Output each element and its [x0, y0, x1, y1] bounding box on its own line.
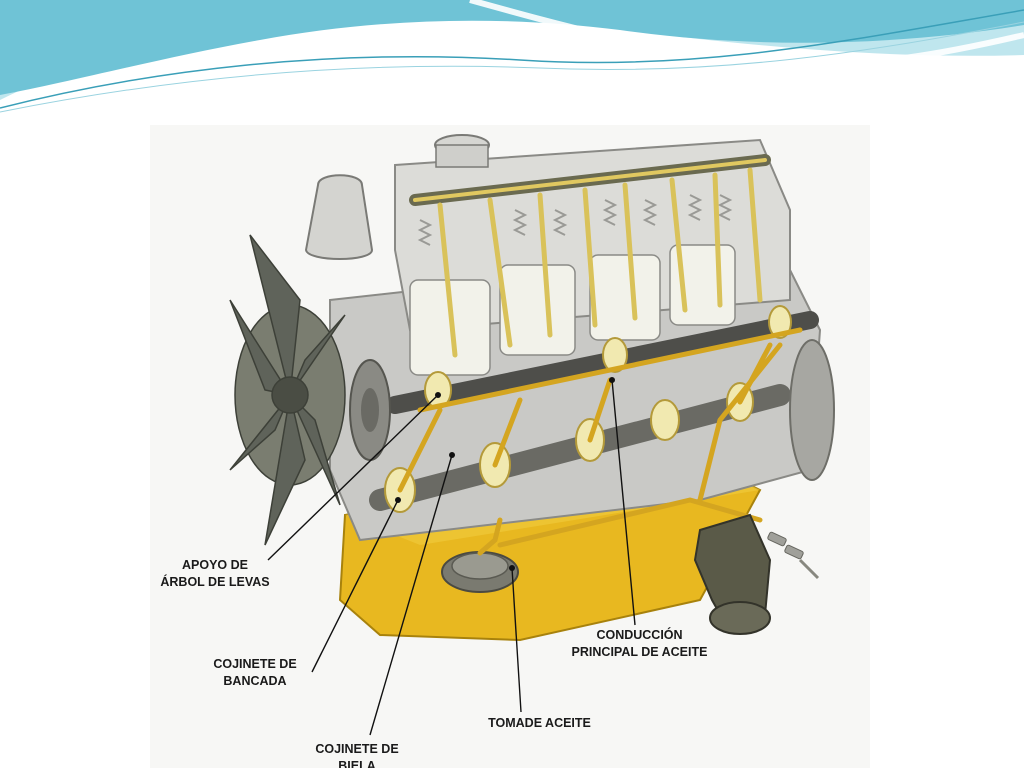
coolant-reservoir	[304, 174, 374, 260]
oil-filler-neck	[435, 144, 489, 168]
label-camshaft-support: APOYO DE ÁRBOL DE LEVAS	[160, 558, 270, 589]
banner-wave-line	[0, 9, 1024, 109]
leader-camshaft-support	[267, 394, 439, 561]
label-rod-bearing: COJINETE DE BIELA	[315, 742, 399, 768]
crank-pulley	[349, 359, 391, 461]
oil-galleries	[397, 327, 803, 548]
banner-wave-line-2	[0, 21, 1024, 113]
wave-banner	[0, 0, 1024, 113]
oil-intake-pickup	[441, 517, 519, 593]
label-main-bearing: COJINETE DE BANCADA	[213, 657, 297, 688]
camshaft	[386, 311, 819, 414]
leader-arrowheads	[395, 377, 615, 571]
flywheel	[789, 339, 835, 481]
leader-main-oil-gallery	[611, 379, 636, 626]
banner-wave-main	[0, 0, 1024, 95]
cooling-fan	[229, 234, 346, 546]
leader-lines	[267, 379, 636, 736]
leader-main-bearing	[311, 499, 399, 673]
leader-rod-bearing	[369, 454, 453, 736]
rocker-shaft-oil	[413, 158, 767, 202]
label-main-oil-gallery: CONDUCCIÓN PRINCIPAL DE ACEITE	[571, 628, 708, 659]
label-oil-intake: TOMADE ACEITE	[488, 716, 591, 730]
camshaft-bearings	[424, 305, 792, 409]
valve-springs	[417, 194, 733, 246]
push-rods	[437, 167, 763, 358]
leader-oil-intake	[511, 567, 522, 713]
bolts	[767, 531, 820, 580]
oil-filter-housing	[693, 513, 772, 635]
